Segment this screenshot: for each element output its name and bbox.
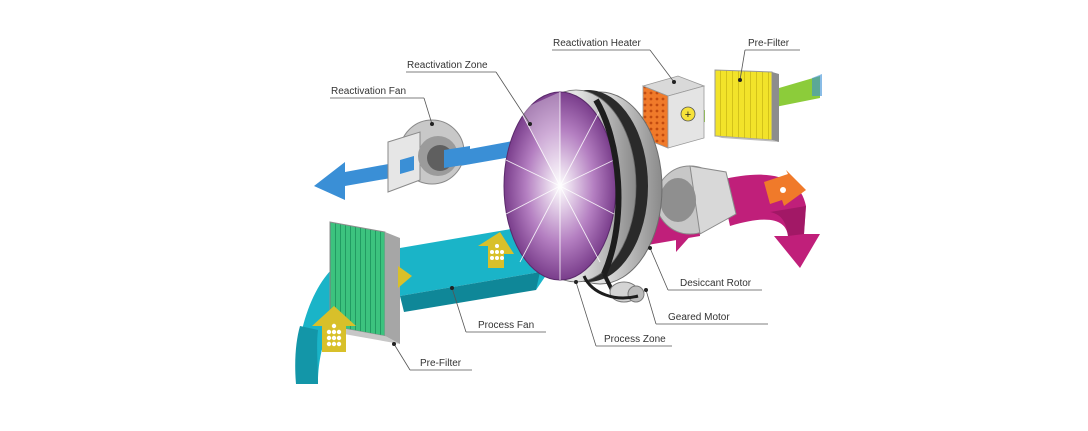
desiccant-rotor [503, 89, 663, 285]
reactivation-fan [387, 119, 470, 193]
label-pre-filter-bottom: Pre-Filter [420, 358, 462, 369]
label-process-zone: Process Zone [604, 334, 666, 345]
label-reactivation-heater: Reactivation Heater [553, 38, 641, 49]
geared-motor [582, 273, 645, 303]
label-pre-filter-top: Pre-Filter [748, 38, 790, 49]
pre-filter-top [714, 69, 779, 142]
flow-marker-dry-outlet [764, 170, 806, 206]
heater-symbol: + [685, 109, 691, 121]
label-desiccant-rotor: Desiccant Rotor [680, 278, 752, 289]
flow-marker-process-inlet [312, 306, 356, 352]
flow-marker-prefilter [398, 266, 412, 288]
pre-filter-bottom [329, 221, 400, 344]
label-reactivation-zone: Reactivation Zone [407, 60, 488, 71]
process-fan [655, 165, 737, 235]
leader-lines [330, 49, 800, 371]
label-geared-motor: Geared Motor [668, 312, 730, 323]
flow-marker-process-duct [478, 232, 514, 268]
label-process-fan: Process Fan [478, 320, 534, 331]
label-reactivation-fan: Reactivation Fan [331, 86, 406, 97]
